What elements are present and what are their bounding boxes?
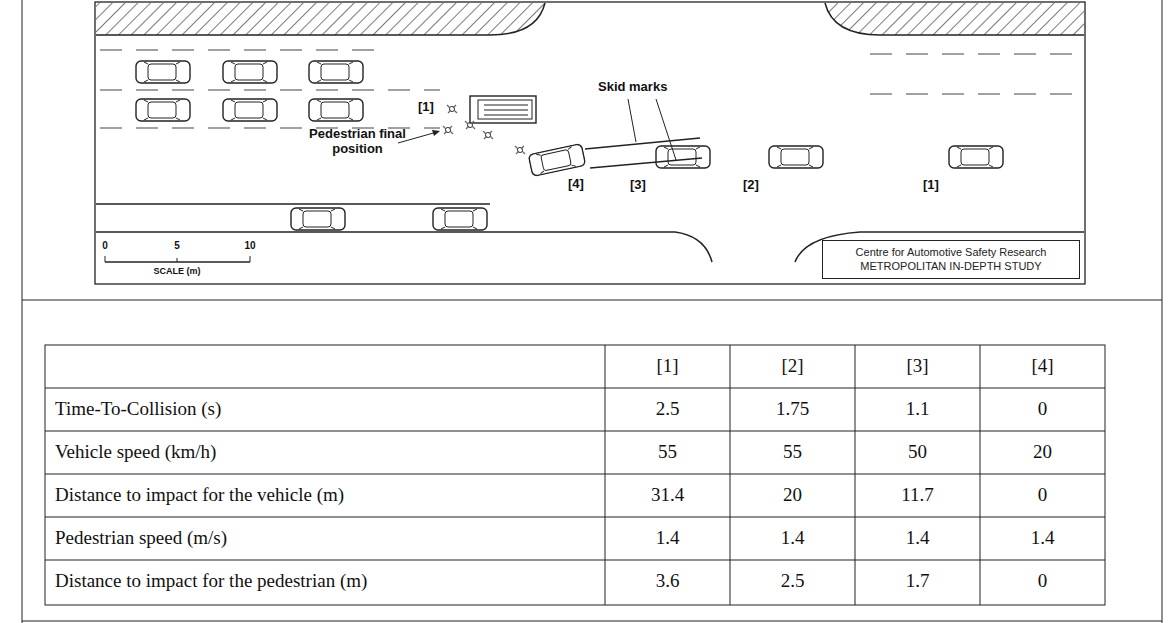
table-header: [1] [605,355,730,377]
table-cell: 1.4 [855,527,980,549]
callout-number: [4] [568,177,598,192]
callout-number: [1] [923,178,953,193]
row-label: Distance to impact for the pedestrian (m… [55,570,595,592]
table-cell: 1.4 [605,527,730,549]
table-header: [4] [980,355,1105,377]
table-cell: 3.6 [605,570,730,592]
table-cell: 50 [855,441,980,463]
credit-box: Centre for Automotive Safety ResearchMET… [822,240,1080,279]
table-cell: 2.5 [730,570,855,592]
row-label: Time-To-Collision (s) [55,398,595,420]
callout-number: [1] [418,100,444,115]
row-label: Pedestrian speed (m/s) [55,527,595,549]
table-cell: 0 [980,484,1105,506]
table-cell: 1.1 [855,398,980,420]
table-cell: 1.7 [855,570,980,592]
table-cell: 2.5 [605,398,730,420]
annotation: Skid marks [598,80,698,95]
credit-text: METROPOLITAN IN-DEPTH STUDY [829,259,1073,273]
scale-label: SCALE (m) [137,266,217,276]
table-header: [3] [855,355,980,377]
table-cell: 1.4 [980,527,1105,549]
table-cell: 0 [980,398,1105,420]
table-cell: 0 [980,570,1105,592]
callout-number: [2] [743,178,773,193]
row-label: Distance to impact for the vehicle (m) [55,484,595,506]
table-cell: 1.4 [730,527,855,549]
table-cell: 11.7 [855,484,980,506]
scale-value: 10 [235,240,265,252]
table-cell: 55 [730,441,855,463]
credit-text: Centre for Automotive Safety Research [829,245,1073,259]
table-cell: 20 [730,484,855,506]
table-header: [2] [730,355,855,377]
table-cell: 55 [605,441,730,463]
row-label: Vehicle speed (km/h) [55,441,595,463]
table-cell: 1.75 [730,398,855,420]
table-cell: 20 [980,441,1105,463]
table-cell: 31.4 [605,484,730,506]
annotation: Pedestrian final position [300,127,415,157]
scale-value: 5 [162,240,192,252]
callout-number: [3] [630,178,660,193]
scale-value: 0 [90,240,120,252]
